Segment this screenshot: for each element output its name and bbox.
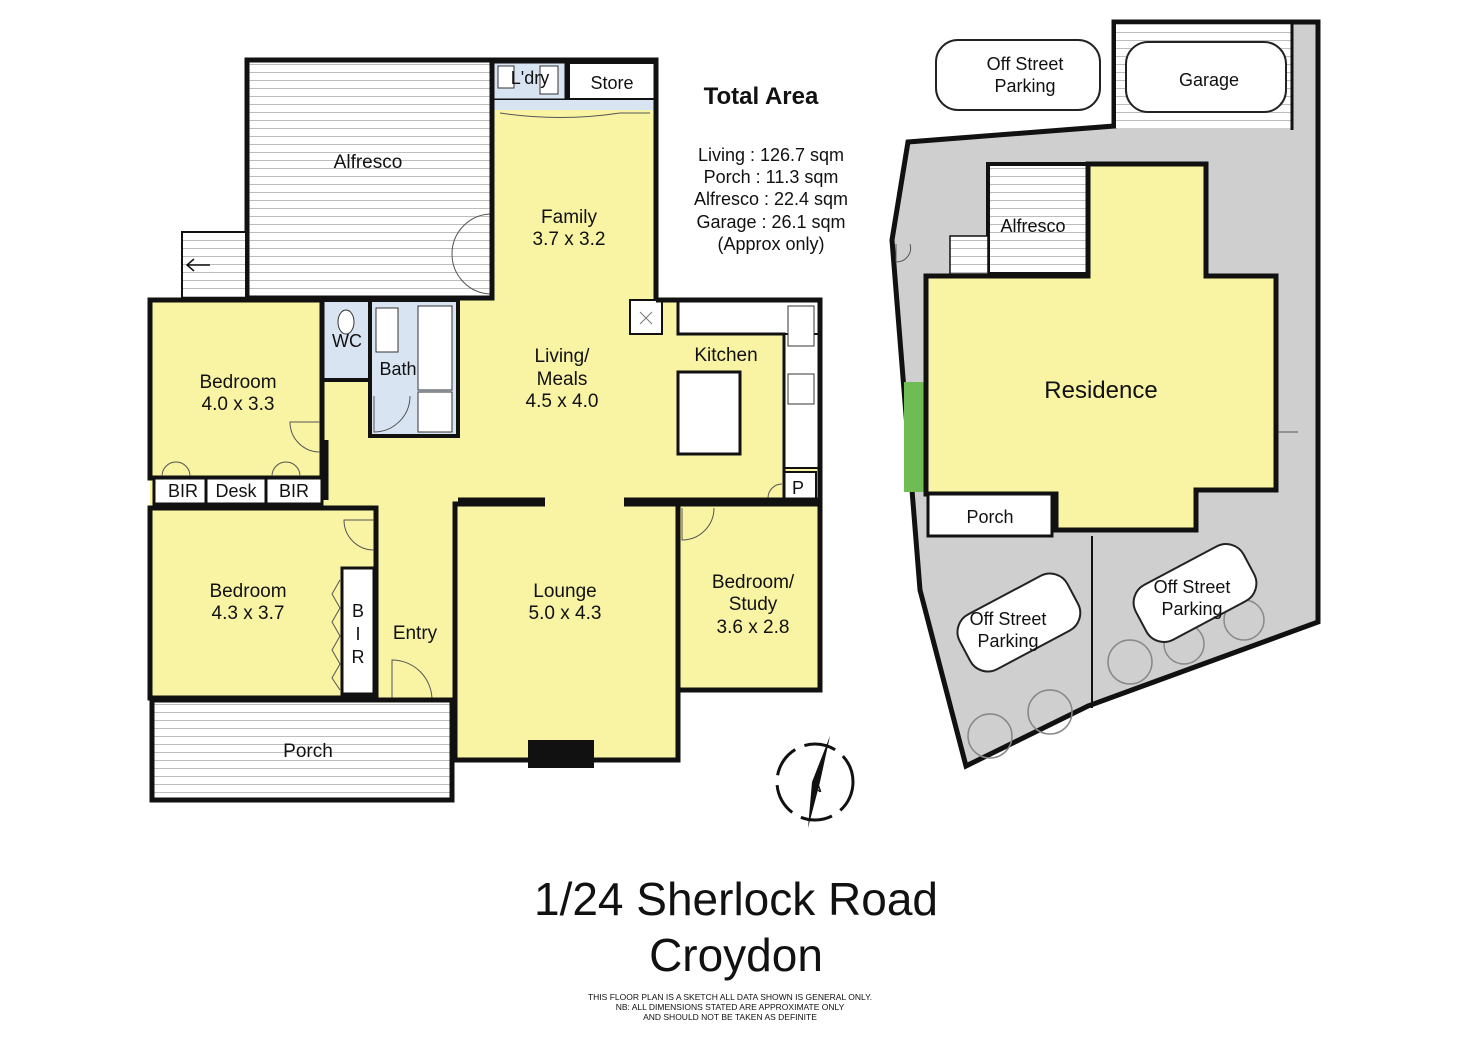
laundry-cabinet-icon bbox=[539, 65, 559, 95]
bedroom-2-door-icon bbox=[343, 519, 375, 551]
disclaimer-line-3: AND SHOULD NOT BE TAKEN AS DEFINITE bbox=[643, 1012, 817, 1022]
wc-label: WC bbox=[332, 331, 362, 351]
site-offstreet-top-1: Off Street bbox=[987, 54, 1064, 74]
bir-vertical bbox=[340, 566, 376, 696]
lounge-size: 5.0 x 4.3 bbox=[529, 603, 602, 624]
site-garage-label: Garage bbox=[1179, 70, 1239, 90]
kitchen-partition bbox=[676, 300, 786, 500]
disclaimer-line-2: NB: ALL DIMENSIONS STATED ARE APPROXIMAT… bbox=[615, 1002, 845, 1012]
living-size: 4.5 x 4.0 bbox=[526, 391, 599, 412]
bir-letter-r: R bbox=[352, 647, 365, 667]
laundry-tub-icon bbox=[497, 65, 515, 89]
study-room bbox=[675, 501, 823, 693]
fridge-cupboard bbox=[629, 299, 663, 335]
bedroom-1-label: Bedroom bbox=[199, 372, 276, 393]
garage-area: Garage : 26.1 sqm bbox=[696, 212, 845, 232]
desk-label: Desk bbox=[215, 481, 257, 501]
store-label: Store bbox=[590, 73, 633, 93]
living-label-2: Meals bbox=[537, 369, 588, 390]
site-offstreet-top-2: Parking bbox=[994, 76, 1055, 96]
cooktop-icon bbox=[787, 373, 815, 405]
site-alfresco-label: Alfresco bbox=[1000, 216, 1065, 236]
laundry-threshold bbox=[492, 100, 656, 110]
main-floor-plan bbox=[147, 57, 823, 803]
address-line-2: Croydon bbox=[649, 929, 823, 981]
bir-right bbox=[264, 476, 324, 506]
compass bbox=[775, 736, 855, 828]
car-icons bbox=[935, 39, 1287, 673]
site-offstreet-right-2: Parking bbox=[1161, 599, 1222, 619]
shrubs bbox=[967, 599, 1265, 759]
alfresco-deck bbox=[244, 57, 495, 301]
living-area: Living : 126.7 sqm bbox=[698, 145, 844, 165]
laundry-label: L'dry bbox=[511, 68, 549, 88]
site-plan bbox=[889, 19, 1321, 770]
alfresco-label: Alfresco bbox=[334, 152, 403, 173]
bath-door-icon bbox=[373, 395, 411, 433]
porch-label: Porch bbox=[283, 741, 333, 762]
site-porch bbox=[926, 492, 1054, 538]
address-line-1: 1/24 Sherlock Road bbox=[533, 873, 939, 925]
site-steps bbox=[949, 235, 989, 275]
study-label-1: Bedroom/ bbox=[712, 572, 795, 593]
study-size: 3.6 x 2.8 bbox=[717, 617, 790, 638]
bathtub-icon bbox=[417, 305, 453, 391]
family-size: 3.7 x 3.2 bbox=[533, 229, 606, 250]
total-area-heading: Total Area bbox=[704, 83, 819, 110]
vanity-icon bbox=[375, 307, 399, 353]
kitchen-label: Kitchen bbox=[694, 345, 757, 366]
compass-north-label: N bbox=[812, 783, 824, 797]
disclaimer-line-1: THIS FLOOR PLAN IS A SKETCH ALL DATA SHO… bbox=[587, 992, 873, 1002]
lounge-room bbox=[455, 504, 678, 760]
front-porch bbox=[149, 697, 455, 803]
arrow-icon bbox=[185, 258, 210, 272]
bedroom-1 bbox=[147, 297, 325, 481]
fireplace bbox=[528, 740, 594, 768]
bir-folding-doors-icon bbox=[331, 579, 341, 691]
residence-footprint bbox=[923, 161, 1279, 533]
bir-letter-i: I bbox=[355, 624, 360, 644]
lounge-label: Lounge bbox=[533, 581, 596, 602]
living-label-1: Living/ bbox=[535, 346, 591, 367]
toilet-icon bbox=[337, 309, 355, 335]
garden-strip bbox=[904, 382, 924, 492]
site-offstreet-left-1: Off Street bbox=[970, 609, 1047, 629]
shower-icon bbox=[417, 391, 453, 433]
alfresco-area: Alfresco : 22.4 sqm bbox=[694, 189, 848, 209]
bir-left-label: BIR bbox=[168, 481, 198, 501]
entry-label: Entry bbox=[393, 623, 438, 644]
bedroom-2-size: 4.3 x 3.7 bbox=[212, 603, 285, 624]
kitchen-island bbox=[676, 370, 742, 456]
desk bbox=[204, 476, 268, 506]
compass-needle-icon bbox=[808, 736, 830, 828]
side-gate-icon bbox=[895, 243, 1298, 433]
porch-area: Porch : 11.3 sqm bbox=[704, 167, 839, 187]
pantry-label: P bbox=[792, 478, 804, 498]
bir-right-label: BIR bbox=[279, 481, 309, 501]
sink-icon bbox=[787, 305, 815, 347]
main-walls bbox=[323, 57, 823, 503]
site-porch-label: Porch bbox=[966, 507, 1013, 527]
family-top-door-icon bbox=[499, 112, 650, 118]
pantry bbox=[783, 471, 817, 503]
compass-ring bbox=[775, 742, 855, 822]
site-offstreet-left-2: Parking bbox=[977, 631, 1038, 651]
site-offstreet-right-1: Off Street bbox=[1154, 577, 1231, 597]
alfresco-door-icon bbox=[451, 213, 491, 295]
bir-doors-icon bbox=[161, 461, 301, 477]
fan-icon bbox=[639, 311, 653, 325]
entry-door-icon bbox=[391, 659, 433, 701]
residence-label: Residence bbox=[1044, 377, 1157, 404]
study-door-icon bbox=[681, 507, 715, 541]
bedroom-1-door-icon bbox=[289, 421, 321, 453]
bedroom-1-size: 4.0 x 3.3 bbox=[202, 394, 275, 415]
bedroom-2-label: Bedroom bbox=[209, 581, 286, 602]
bath-label: Bath bbox=[379, 359, 416, 379]
area-note: (Approx only) bbox=[717, 234, 824, 254]
study-label-2: Study bbox=[729, 594, 778, 615]
bir-letter-b: B bbox=[352, 601, 364, 621]
family-label: Family bbox=[541, 207, 597, 228]
